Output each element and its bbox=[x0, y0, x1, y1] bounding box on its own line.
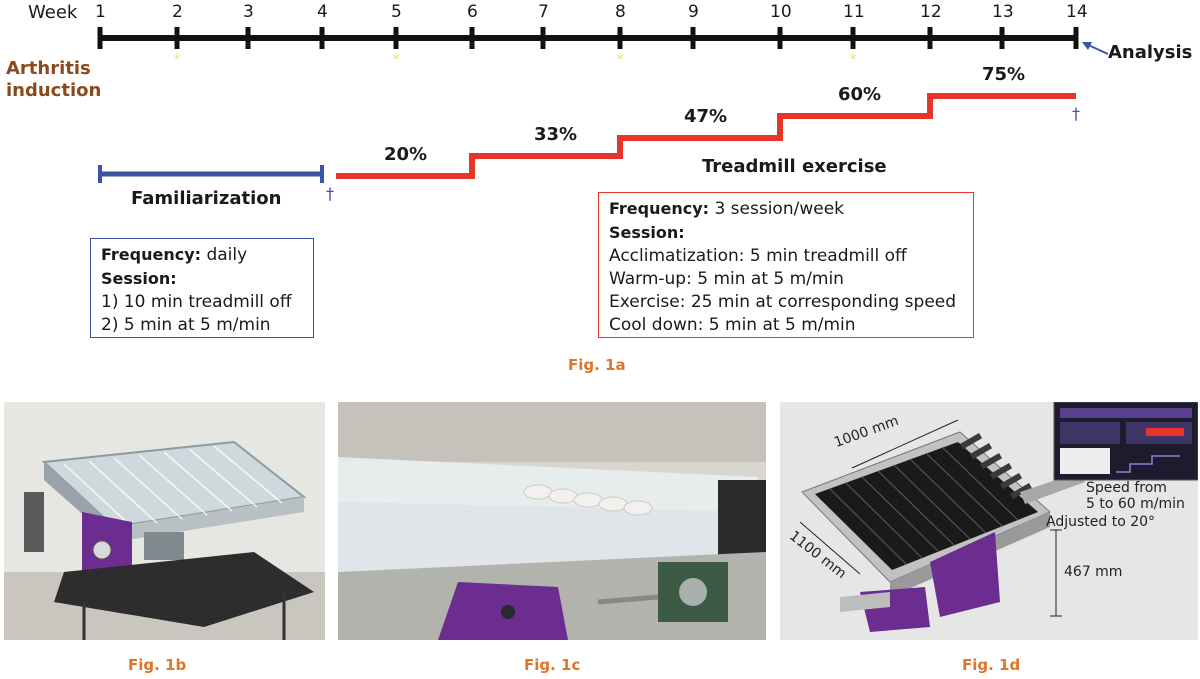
ex-session-step: Cool down: 5 min at 5 m/min bbox=[609, 314, 963, 337]
caption-fig1a: Fig. 1a bbox=[568, 356, 626, 374]
treadmill-step-label: 75% bbox=[982, 64, 1025, 85]
fam-frequency-label: Frequency: bbox=[101, 245, 201, 264]
fig1d-angle-label: Adjusted to 20° bbox=[1046, 514, 1155, 530]
ex-session-step: Acclimatization: 5 min treadmill off bbox=[609, 245, 963, 268]
caption-fig1d: Fig. 1d bbox=[962, 656, 1020, 674]
fam-frequency-line: Frequency: daily bbox=[101, 243, 303, 267]
arthritis-injection-marker: * bbox=[174, 52, 181, 68]
week-tick-label: 9 bbox=[688, 2, 699, 22]
treadmill-step-label: 20% bbox=[384, 144, 427, 165]
dagger-week14: † bbox=[1072, 104, 1080, 123]
fig1d-height-dimension: 467 mm bbox=[1064, 564, 1122, 580]
week-axis-label: Week bbox=[28, 2, 77, 23]
exercise-protocol-box: Frequency: 3 session/week Session: Accli… bbox=[598, 192, 974, 338]
week-tick-label: 14 bbox=[1066, 2, 1088, 22]
fig1d-speed-line1: Speed from bbox=[1086, 480, 1167, 496]
fam-frequency-value: daily bbox=[206, 245, 247, 265]
treadmill-step-label: 33% bbox=[534, 124, 577, 145]
week-tick-label: 10 bbox=[770, 2, 792, 22]
fam-session-step: 2) 5 min at 5 m/min bbox=[101, 314, 303, 337]
ex-session-step: Warm-up: 5 min at 5 m/min bbox=[609, 268, 963, 291]
fam-session-step: 1) 10 min treadmill off bbox=[101, 291, 303, 314]
ex-session-label: Session: bbox=[609, 223, 685, 242]
ex-frequency-value: 3 session/week bbox=[714, 199, 844, 219]
ex-session-line: Session: bbox=[609, 221, 963, 245]
fam-session-line: Session: bbox=[101, 267, 303, 291]
arthritis-injection-marker: * bbox=[850, 52, 857, 68]
fig1b-treadmill-photo bbox=[4, 402, 325, 640]
week-tick-label: 1 bbox=[95, 2, 106, 22]
caption-fig1b: Fig. 1b bbox=[128, 656, 186, 674]
treadmill-exercise-label: Treadmill exercise bbox=[702, 156, 887, 177]
week-tick-label: 3 bbox=[243, 2, 254, 22]
caption-fig1c: Fig. 1c bbox=[524, 656, 580, 674]
dagger-week4: † bbox=[326, 184, 334, 203]
week-tick-label: 6 bbox=[467, 2, 478, 22]
fig1a-timeline-diagram: * * * * Week Arthritis induction Analysis F… bbox=[0, 0, 1200, 400]
week-tick-label: 8 bbox=[615, 2, 626, 22]
fam-session-label: Session: bbox=[101, 269, 177, 288]
fig1c-illustration bbox=[338, 402, 766, 640]
familiarization-protocol-box: Frequency: daily Session: 1) 10 min trea… bbox=[90, 238, 314, 338]
ex-frequency-label: Frequency: bbox=[609, 199, 709, 218]
treadmill-step-label: 60% bbox=[838, 84, 881, 105]
fig1d-speed-line2: 5 to 60 m/min bbox=[1086, 496, 1185, 512]
week-tick-label: 12 bbox=[920, 2, 942, 22]
arthritis-induction-label-line1: Arthritis bbox=[6, 58, 91, 79]
week-tick-label: 2 bbox=[172, 2, 183, 22]
fig1d-treadmill-cad-render: 1000 mm 1100 mm 467 mm Speed from 5 to 6… bbox=[780, 402, 1198, 640]
arthritis-injection-marker: * bbox=[393, 52, 400, 68]
week-tick-label: 5 bbox=[391, 2, 402, 22]
fig1b-illustration bbox=[4, 402, 325, 640]
week-tick-label: 11 bbox=[843, 2, 865, 22]
ex-session-step: Exercise: 25 min at corresponding speed bbox=[609, 291, 963, 314]
fig1c-treadmill-closeup-photo bbox=[338, 402, 766, 640]
ex-frequency-line: Frequency: 3 session/week bbox=[609, 197, 963, 221]
arthritis-induction-label-line2: induction bbox=[6, 80, 101, 101]
treadmill-step-label: 47% bbox=[684, 106, 727, 127]
arthritis-injection-marker: * bbox=[617, 52, 624, 68]
week-tick-label: 7 bbox=[538, 2, 549, 22]
familiarization-label: Familiarization bbox=[131, 188, 281, 209]
week-tick-label: 13 bbox=[992, 2, 1014, 22]
week-tick-label: 4 bbox=[317, 2, 328, 22]
analysis-label: Analysis bbox=[1108, 42, 1192, 63]
